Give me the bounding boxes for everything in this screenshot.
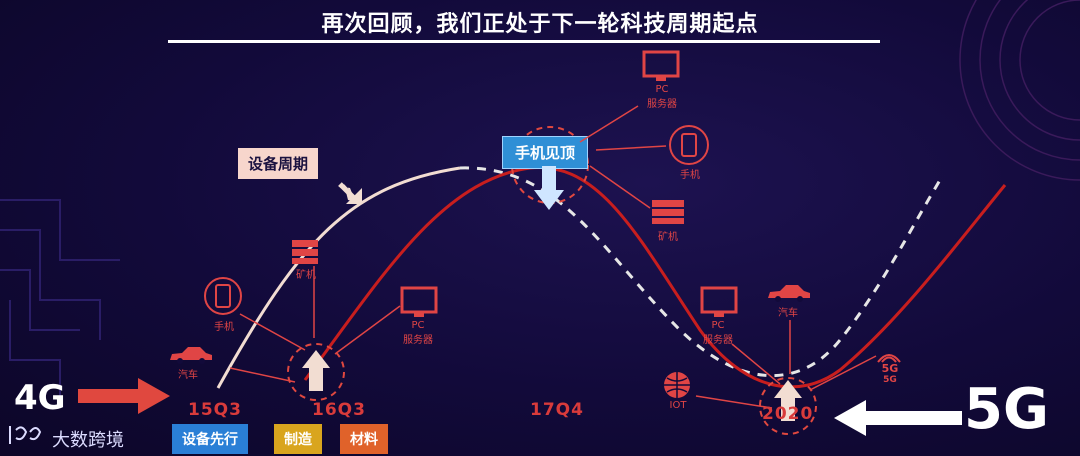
arrow-up-icon <box>774 380 802 421</box>
title-underline <box>168 40 880 43</box>
pc-monitor-icon <box>700 286 738 317</box>
device-cycle-curve <box>216 166 461 389</box>
right-arrows <box>695 320 877 409</box>
miner-icon <box>652 200 684 224</box>
iot-label: IOT <box>669 400 687 411</box>
phone-icon <box>669 125 709 165</box>
industry-cycle-curve <box>303 165 1007 389</box>
miner-icon <box>292 240 318 264</box>
peak-miner-label: 矿机 <box>658 232 678 243</box>
legend-item-manufacturing: 制造 <box>274 424 322 454</box>
arrow-down-right-icon <box>338 182 362 204</box>
4g-label: 4G <box>14 378 66 418</box>
arrow-right-icon <box>78 378 170 414</box>
watermark-logo-icon <box>9 426 42 444</box>
arrow-left-icon <box>834 400 962 436</box>
page-title: 再次回顾，我们正处于下一轮科技周期起点 <box>321 12 759 37</box>
signal-icon <box>877 354 901 363</box>
peak-phone-label: 手机 <box>680 170 700 181</box>
legend-item-equipment: 设备先行 <box>172 424 248 454</box>
phone-icon <box>204 277 242 315</box>
left-car-label: 汽车 <box>178 370 198 381</box>
watermark-text: 大数跨境 <box>52 430 124 451</box>
5g-label: 5G <box>964 377 1049 442</box>
legend-item-materials: 材料 <box>340 424 388 454</box>
left-arrows <box>229 266 401 383</box>
car-icon <box>170 347 212 364</box>
arrow-down-icon <box>534 166 564 210</box>
car-icon <box>768 285 810 302</box>
iot-globe-icon <box>664 372 690 398</box>
left-phone-label: 手机 <box>214 322 234 333</box>
arrow-up-icon <box>302 350 330 391</box>
axis-label-15q3: 15Q3 <box>188 400 242 420</box>
right-car-label: 汽车 <box>778 308 798 319</box>
axis-label-2020: 2020 <box>762 404 814 424</box>
device-cycle-tag: 设备周期 <box>238 148 319 179</box>
peak-arrows <box>579 105 667 209</box>
pc-monitor-icon <box>642 50 680 81</box>
pc-monitor-icon <box>400 286 438 317</box>
device-cycle-dashed-curve <box>459 166 942 378</box>
axis-label-17q4: 17Q4 <box>530 400 584 420</box>
origin-dashed-circle <box>287 343 345 401</box>
phone-peak-tag: 手机见顶 <box>502 136 589 169</box>
left-miner-label: 矿机 <box>296 270 316 281</box>
target-dashed-circle <box>759 377 817 435</box>
axis-label-16q3: 16Q3 <box>312 400 366 420</box>
